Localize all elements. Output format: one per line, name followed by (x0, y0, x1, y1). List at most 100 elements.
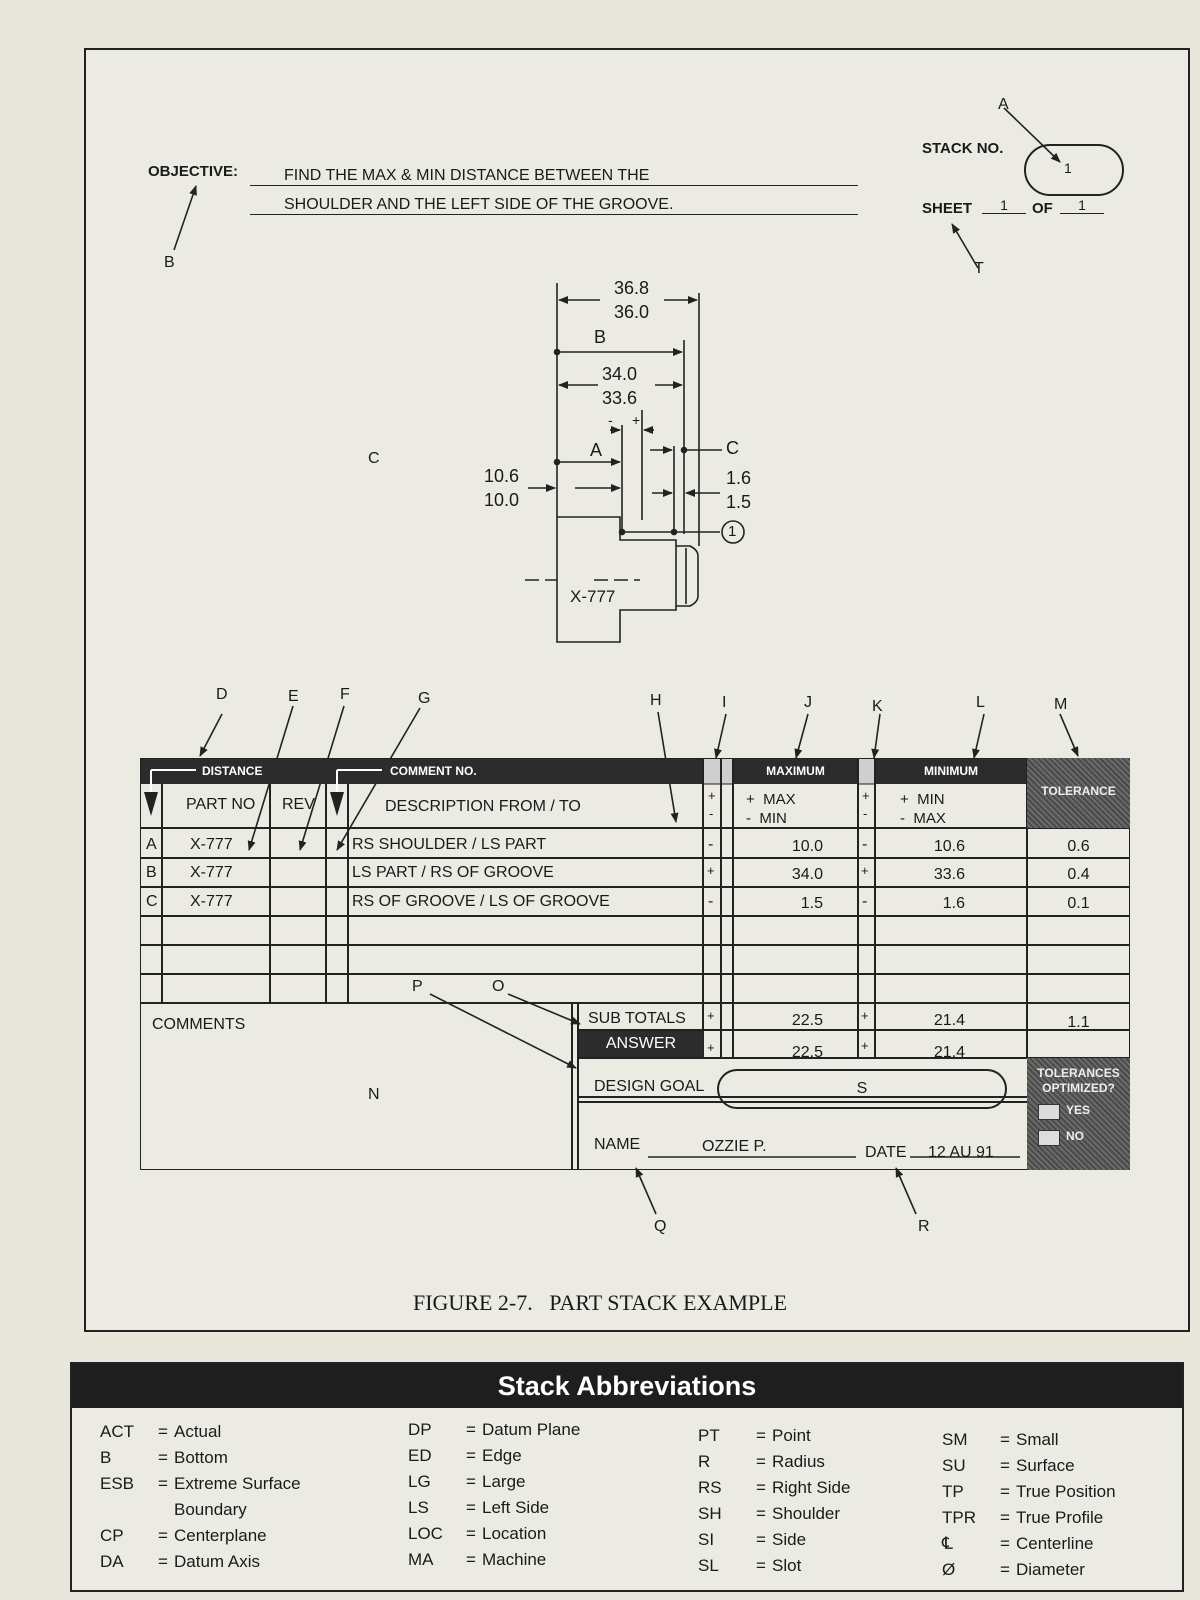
sheet-label: SHEET (922, 200, 973, 217)
row-max-sign: + (707, 863, 715, 878)
max-sub-header-top: + MAX (746, 791, 796, 808)
abbr-item: SL=Slot (698, 1556, 802, 1575)
abbreviations-legend: Stack Abbreviations ACT=Actual B=Bottom … (70, 1362, 1184, 1592)
abbr-item: Boundary (174, 1500, 247, 1519)
callout-p: P (412, 978, 423, 995)
callout-a: A (998, 96, 1009, 113)
stack-no-label: STACK NO. (922, 140, 1004, 157)
callout-c: C (368, 450, 380, 467)
no-checkbox[interactable] (1038, 1130, 1060, 1146)
row-max-value: 1.5 (800, 895, 823, 912)
dim-mid-max: 34.0 (602, 364, 638, 384)
table-row: C X-777 RS OF GROOVE / LS OF GROOVE - 1.… (140, 887, 1130, 916)
row-max-sign: - (708, 836, 714, 853)
diameter-icon: Ø (942, 1560, 956, 1579)
subtotal-max-sign: + (707, 1008, 715, 1023)
callout-m: M (1054, 696, 1068, 713)
subtotals-label: SUB TOTALS (588, 1010, 686, 1027)
callout-h: H (650, 692, 662, 709)
stack-table: TOLERANCE TOLERANCES OPTIMIZED? YES NO D… (140, 758, 1130, 1170)
row-part-no: X-777 (190, 893, 233, 910)
abbr-item: Ø=Diameter (942, 1560, 1085, 1579)
design-goal-label: DESIGN GOAL (594, 1078, 705, 1095)
row-min-value: 1.6 (942, 895, 965, 912)
row-min-sign: - (862, 893, 868, 910)
abbr-item: LOC=Location (408, 1524, 547, 1543)
abbr-item: LG=Large (408, 1472, 526, 1491)
part-no-column-header: PART NO (186, 796, 256, 813)
min-sub-header-top: + MIN (900, 791, 945, 808)
answer-max: 22.5 (791, 1044, 823, 1061)
objective-line-1: FIND THE MAX & MIN DISTANCE BETWEEN THE (250, 167, 858, 186)
row-min-sign: + (861, 863, 869, 878)
row-max-value: 10.0 (791, 838, 823, 855)
row-tolerance: 0.6 (1067, 838, 1090, 855)
min-sign-plus: + (862, 788, 870, 803)
callout-f: F (340, 686, 350, 703)
tolerance-header: TOLERANCE (1027, 758, 1130, 828)
abbr-item: CP=Centerplane (100, 1526, 267, 1545)
callout-n: N (368, 1086, 380, 1103)
row-part-no: X-777 (190, 864, 233, 881)
of-label: OF (1032, 200, 1053, 217)
dim-right-max: 1.6 (726, 468, 752, 488)
tolerances-optimized-label: TOLERANCES OPTIMIZED? (1037, 1066, 1120, 1095)
answer-min-sign: + (861, 1038, 869, 1053)
row-min-value: 33.6 (933, 866, 965, 883)
centerline-icon: ℄ (942, 1534, 953, 1553)
abbr-item: ℄=Centerline (942, 1534, 1094, 1553)
abbr-item: ACT=Actual (100, 1422, 222, 1441)
rev-column-header: REV (282, 796, 315, 813)
sheet-number: 1 (982, 197, 1026, 214)
dim-left-min: 10.0 (484, 490, 520, 510)
sheet-total: 1 (1060, 197, 1104, 214)
subtotal-min: 21.4 (933, 1012, 965, 1029)
dim-b-label: B (594, 327, 607, 347)
abbr-item: SH=Shoulder (698, 1504, 841, 1523)
date-value: 12 AU 91 (928, 1144, 994, 1161)
row-id: B (146, 864, 157, 881)
abbr-item: PT=Point (698, 1426, 811, 1445)
callout-r: R (918, 1218, 930, 1235)
part-label: X-777 (570, 587, 616, 606)
figure-caption: FIGURE 2-7. PART STACK EXAMPLE (412, 1290, 788, 1315)
dim-a-label: A (590, 440, 603, 460)
table-row: B X-777 LS PART / RS OF GROOVE + 34.0 + … (140, 858, 1130, 887)
row-id: C (146, 893, 158, 910)
row-description: LS PART / RS OF GROOVE (352, 864, 554, 881)
abbr-item: TPR=True Profile (942, 1508, 1104, 1527)
subtotal-max: 22.5 (791, 1012, 823, 1029)
max-sub-header-bottom: - MIN (746, 810, 787, 827)
abbr-item: LS=Left Side (408, 1498, 550, 1517)
name-label: NAME (594, 1136, 641, 1153)
abbr-item: ESB=Extreme Surface (100, 1474, 301, 1493)
row-tolerance: 0.4 (1067, 866, 1090, 883)
design-goal-value: S (856, 1080, 868, 1097)
callout-g: G (418, 690, 431, 707)
objective-line-2: SHOULDER AND THE LEFT SIDE OF THE GROOVE… (250, 196, 858, 215)
dim-total-max: 36.8 (614, 278, 650, 298)
objective-label: OBJECTIVE: (148, 163, 239, 180)
description-column-header: DESCRIPTION FROM / TO (385, 798, 581, 815)
abbreviations-title: Stack Abbreviations (72, 1364, 1182, 1408)
callout-e: E (288, 688, 299, 705)
no-label: NO (1066, 1129, 1084, 1143)
max-sign-minus: - (709, 806, 714, 821)
dim-c-label: C (726, 438, 739, 458)
yes-label: YES (1066, 1103, 1091, 1117)
comment-no-header: COMMENT NO. (390, 764, 477, 778)
abbr-item: SM=Small (942, 1430, 1059, 1449)
callout-k: K (872, 698, 883, 715)
abbr-item: B=Bottom (100, 1448, 228, 1467)
row-description: RS OF GROOVE / LS OF GROOVE (352, 893, 610, 910)
balloon-number: 1 (728, 523, 737, 540)
dim-right-min: 1.5 (726, 492, 752, 512)
stack-table-grid (140, 758, 1130, 1170)
min-sign-minus: - (863, 806, 868, 821)
dim-minus-sign: - (608, 412, 613, 428)
yes-checkbox[interactable] (1038, 1104, 1060, 1120)
dim-left-max: 10.6 (484, 466, 520, 486)
dim-total-min: 36.0 (614, 302, 650, 322)
abbr-item: SU=Surface (942, 1456, 1075, 1475)
